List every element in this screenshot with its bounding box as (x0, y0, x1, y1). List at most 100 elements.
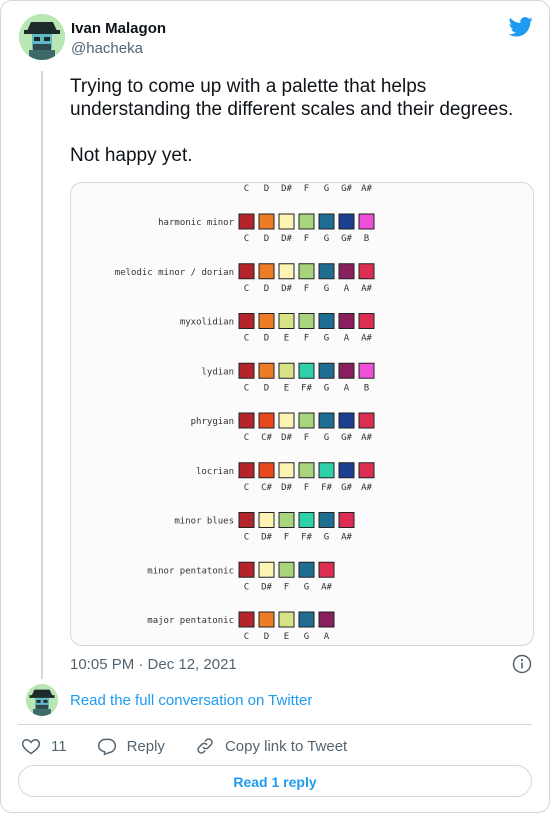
note-label: C (244, 483, 249, 493)
note-label: F (304, 334, 309, 344)
color-swatch (258, 362, 275, 379)
note-label: D# (261, 533, 272, 543)
note-label: C (244, 533, 249, 543)
color-swatch (278, 462, 295, 479)
avatar-icon (26, 684, 58, 716)
note-label: D# (281, 433, 292, 443)
read-conversation-link[interactable]: Read the full conversation on Twitter (70, 692, 313, 709)
color-swatch (298, 313, 315, 329)
note-label: F (304, 483, 309, 493)
color-swatch (338, 263, 355, 280)
note-label: B (364, 234, 369, 244)
note-label: F# (301, 533, 312, 543)
note-label: D (264, 383, 269, 393)
note-label: D# (261, 582, 272, 592)
color-swatch (238, 263, 255, 280)
author-name[interactable]: Ivan Malagon (71, 20, 167, 37)
header-note-label: D (264, 184, 269, 194)
note-label: F (284, 533, 289, 543)
color-swatch (358, 412, 375, 429)
color-swatch (238, 512, 255, 528)
note-label: D (264, 234, 269, 244)
color-swatch (238, 611, 255, 628)
info-icon[interactable] (512, 654, 532, 674)
note-label: A (344, 334, 350, 344)
header-note-label: G (324, 184, 329, 194)
note-label: E (284, 383, 289, 393)
note-label: G (324, 234, 329, 244)
thread-line (41, 71, 43, 679)
note-label: A (324, 632, 330, 642)
note-label: G (324, 383, 329, 393)
color-swatch (238, 313, 255, 329)
color-swatch (278, 611, 295, 628)
scale-name-label: locrian (196, 467, 234, 477)
color-swatch (358, 213, 375, 230)
scale-name-label: lydian (201, 367, 234, 377)
like-button[interactable]: 11 (21, 736, 67, 756)
copy-link-label: Copy link to Tweet (224, 737, 348, 755)
color-swatch (318, 462, 335, 479)
note-label: G# (341, 433, 352, 443)
color-swatch (278, 313, 295, 329)
color-swatch (238, 213, 255, 230)
note-label: A (344, 284, 350, 294)
note-label: A# (361, 483, 372, 493)
color-swatch (278, 561, 295, 578)
scale-name-label: melodic minor / dorian (115, 268, 234, 278)
note-label: C (244, 582, 249, 592)
note-label: G (324, 334, 329, 344)
color-swatch (338, 412, 355, 429)
twitter-bird-icon[interactable] (509, 17, 533, 37)
header-note-label: G# (341, 184, 352, 194)
color-swatch (318, 362, 335, 379)
color-swatch (358, 362, 375, 379)
color-swatch (298, 561, 315, 578)
note-label: D (264, 632, 269, 642)
header-note-label: A# (361, 184, 372, 194)
note-label: G# (341, 234, 352, 244)
note-label: C (244, 433, 249, 443)
note-label: G (324, 433, 329, 443)
note-label: E (284, 632, 289, 642)
reply-label: Reply (126, 737, 165, 755)
like-count: 11 (51, 737, 67, 755)
color-swatch (338, 213, 355, 230)
note-label: F# (301, 383, 312, 393)
note-label: D# (281, 234, 292, 244)
reply-button[interactable]: Reply (97, 736, 165, 756)
author-avatar[interactable] (19, 14, 65, 60)
note-label: F (304, 433, 309, 443)
read-replies-button[interactable]: Read 1 reply (18, 765, 532, 797)
note-label: B (364, 383, 369, 393)
tweet-line-2: Not happy yet. (70, 145, 193, 166)
reply-icon (97, 738, 116, 756)
color-swatch (258, 512, 275, 528)
note-label: A# (361, 334, 372, 344)
color-swatch (358, 313, 375, 329)
color-swatch (278, 263, 295, 280)
conversation-avatar[interactable] (26, 684, 58, 716)
note-label: G# (341, 483, 352, 493)
note-label: C# (261, 433, 272, 443)
copy-link-button[interactable]: Copy link to Tweet (195, 736, 347, 756)
scale-name-label: minor pentatonic (147, 566, 234, 576)
author-handle[interactable]: @hacheka (71, 40, 143, 57)
color-swatch (318, 313, 335, 329)
color-swatch (258, 213, 275, 230)
note-label: C (244, 234, 249, 244)
color-swatch (318, 213, 335, 230)
color-swatch (338, 362, 355, 379)
link-icon (197, 738, 213, 754)
tweet-timestamp[interactable]: 10:05 PM · Dec 12, 2021 (70, 656, 237, 673)
color-swatch (278, 362, 295, 379)
color-swatch (238, 412, 255, 429)
scale-name-label: major pentatonic (147, 616, 234, 626)
color-swatch (278, 512, 295, 528)
color-swatch (298, 462, 315, 479)
note-label: F (304, 234, 309, 244)
note-label: C (244, 383, 249, 393)
note-label: A# (361, 433, 372, 443)
note-label: D (264, 284, 269, 294)
